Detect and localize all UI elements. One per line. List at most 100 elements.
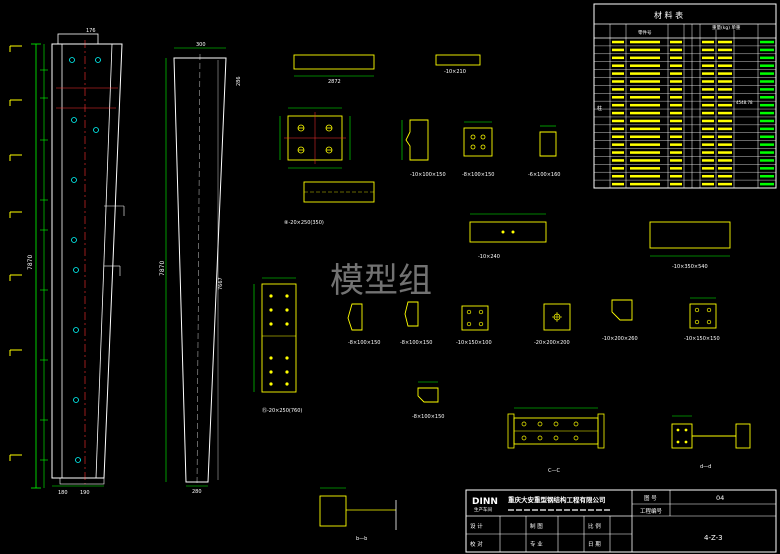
table-cell-glyph: [760, 48, 774, 52]
table-cell-glyph: [612, 103, 624, 107]
small-part-4-label: -20×200×200: [534, 340, 570, 346]
table-cell-glyph: [630, 135, 660, 139]
table-cell-glyph: [612, 111, 624, 115]
table-cell-glyph: [612, 56, 624, 60]
table-cell-glyph: [670, 56, 682, 60]
table-cell-glyph: [702, 119, 714, 123]
table-cell-glyph: [612, 182, 624, 186]
angle-part: -8×100×150: [412, 381, 444, 420]
materials-table-total: 4548.78: [736, 100, 753, 105]
table-cell-glyph: [670, 182, 682, 186]
table-cell-glyph: [630, 143, 660, 146]
table-cell-glyph: [670, 127, 682, 131]
table-cell-glyph: [612, 174, 624, 178]
splice-plate-label: ⑮-20×250(760): [262, 407, 302, 414]
section-bb: b—b: [319, 487, 397, 542]
section-cc-label: C—C: [548, 468, 560, 474]
table-cell-glyph: [718, 127, 732, 131]
table-cell-glyph: [630, 96, 660, 99]
table-cell-glyph: [670, 135, 682, 139]
watermark: 模型组: [330, 261, 432, 301]
table-cell-glyph: [612, 159, 624, 162]
table-cell-glyph: [630, 80, 660, 83]
table-cell-glyph: [670, 64, 682, 67]
plate-dim-top: 300: [196, 42, 206, 48]
materials-table-header-6: 重量(kg) 单重: [712, 24, 741, 31]
plate-dim-length: 7870: [159, 261, 166, 276]
table-cell-glyph: [702, 72, 714, 75]
table-cell-glyph: [612, 135, 624, 139]
table-cell-glyph: [702, 127, 714, 131]
table-cell-glyph: [612, 127, 624, 131]
table-cell-glyph: [760, 103, 774, 107]
rib-plate-a: -10×100×150: [401, 119, 446, 178]
small-part-3-label: -10×150×100: [456, 340, 492, 346]
table-cell-glyph: [630, 174, 660, 178]
table-cell-glyph: [630, 182, 660, 186]
drawer-label: 制 图: [530, 522, 543, 530]
table-cell-glyph: [670, 174, 682, 178]
table-cell-glyph: [702, 80, 714, 83]
table-cell-glyph: [630, 159, 660, 162]
table-cell-glyph: [760, 151, 774, 154]
table-cell-glyph: [718, 80, 732, 83]
spec-label: 专 业: [530, 540, 543, 548]
table-cell-glyph: [670, 80, 682, 83]
table-cell-glyph: [630, 119, 660, 123]
table-cell-glyph: [718, 88, 732, 91]
plate-dim-right-b: 7667: [218, 277, 224, 290]
table-cell-glyph: [702, 96, 714, 99]
small-part-6: -10×150×150: [684, 297, 720, 342]
table-cell-glyph: [702, 167, 714, 170]
ratio-label: 比 例: [588, 522, 601, 530]
table-cell-glyph: [670, 111, 682, 115]
table-cell-glyph: [630, 127, 660, 131]
section-bb-label: b—b: [356, 536, 367, 542]
table-cell-glyph: [760, 56, 774, 60]
big-plate: -10×350×540: [649, 221, 731, 270]
table-cell-glyph: [760, 143, 774, 146]
table-cell-glyph: [760, 40, 774, 44]
part-1: 2872: [293, 54, 375, 85]
materials-table-header-1: 零件号: [638, 29, 652, 36]
table-cell-glyph: [702, 88, 714, 91]
small-part-4: -20×200×200: [534, 303, 571, 346]
table-cell-glyph: [612, 96, 624, 99]
angle-part-label: -8×100×150: [412, 414, 444, 420]
table-cell-glyph: [612, 88, 624, 91]
table-cell-glyph: [670, 119, 682, 123]
table-cell-glyph: [702, 182, 714, 186]
table-cell-glyph: [612, 72, 624, 75]
rib-c-label: -6×100×160: [528, 172, 560, 178]
table-cell-glyph: [718, 72, 732, 75]
table-cell-glyph: [718, 159, 732, 162]
table-cell-glyph: [612, 151, 624, 154]
table-cell-glyph: [670, 40, 682, 44]
table-cell-glyph: [670, 88, 682, 91]
title-block: DINN 重庆大安重型钢结构工程有限公司 生产车间 图 号 04 工程编号 4-…: [465, 489, 777, 553]
table-cell-glyph: [702, 135, 714, 139]
table-cell-glyph: [718, 48, 732, 52]
table-cell-glyph: [718, 151, 732, 154]
table-cell-glyph: [718, 64, 732, 67]
table-cell-glyph: [670, 48, 682, 52]
table-cell-glyph: [612, 167, 624, 170]
part-2: -10×210: [435, 54, 481, 75]
small-part-1: -8×100×150: [347, 303, 380, 346]
table-cell-glyph: [630, 56, 660, 60]
company-name: 重庆大安重型钢结构工程有限公司: [508, 495, 606, 504]
table-cell-glyph: [760, 167, 774, 170]
plate-dim-right-a: 286: [236, 76, 242, 86]
materials-table-title: 材 料 表: [654, 10, 683, 20]
table-cell-glyph: [702, 111, 714, 115]
table-cell-glyph: [760, 135, 774, 139]
table-cell-glyph: [718, 40, 732, 44]
small-part-1-label: -8×100×150: [348, 340, 380, 346]
drawing-no: 04: [716, 494, 724, 502]
checker-label: 校 对: [470, 540, 483, 548]
table-cell-glyph: [718, 96, 732, 99]
table-cell-glyph: [630, 40, 660, 44]
table-cell-glyph: [702, 40, 714, 44]
splice-plate: ⑮-20×250(760): [253, 277, 302, 414]
table-cell-glyph: [670, 159, 682, 162]
